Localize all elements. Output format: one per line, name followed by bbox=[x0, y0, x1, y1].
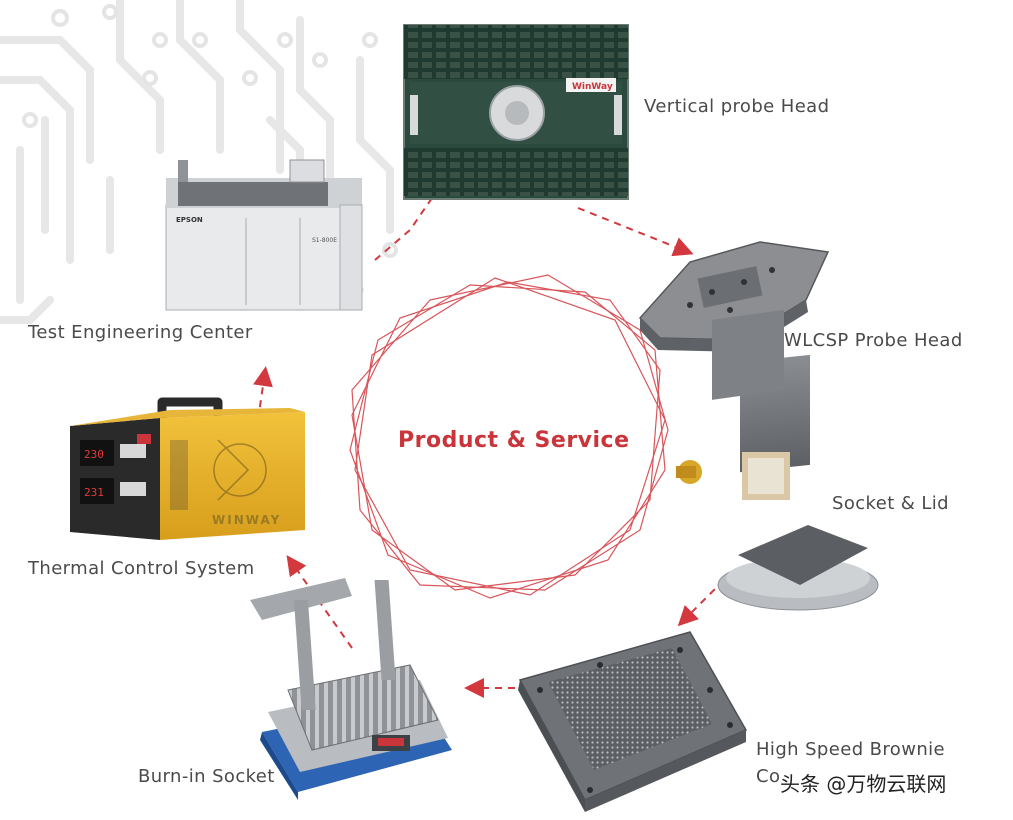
label-thermal-control-system: Thermal Control System bbox=[28, 558, 255, 579]
test-engineering-center-image: EPSON S1-800E bbox=[165, 159, 363, 311]
label-high-speed-brownie-line2: Co bbox=[756, 766, 781, 787]
center-polygons bbox=[349, 274, 669, 599]
label-high-speed-brownie: High Speed Brownie bbox=[756, 739, 946, 760]
brownie-socket-image bbox=[518, 631, 748, 812]
label-burn-in-socket: Burn-in Socket bbox=[138, 766, 275, 787]
label-socket-lid: Socket & Lid bbox=[832, 493, 949, 514]
label-vertical-probe-head: Vertical probe Head bbox=[644, 96, 830, 117]
burn-in-socket-image bbox=[250, 578, 452, 800]
label-test-engineering-center: Test Engineering Center bbox=[28, 322, 253, 343]
watermark: 头条 @万物云联网 bbox=[780, 772, 947, 796]
thermal-control-image: 230 231 WINWAY bbox=[70, 397, 305, 540]
center-title: Product & Service bbox=[398, 428, 630, 453]
probe-card-logo: WinWay bbox=[572, 82, 613, 92]
svg-text:230: 230 bbox=[84, 448, 104, 461]
socket-lid-image bbox=[676, 309, 879, 611]
label-wlcsp-probe-head: WLCSP Probe Head bbox=[784, 330, 963, 351]
svg-text:231: 231 bbox=[84, 486, 104, 499]
machine-model: S1-800E bbox=[312, 237, 337, 244]
thermal-box-logo: WINWAY bbox=[212, 513, 281, 527]
machine-logo: EPSON bbox=[176, 216, 203, 224]
vertical-probe-head-image: WinWay bbox=[403, 24, 629, 200]
